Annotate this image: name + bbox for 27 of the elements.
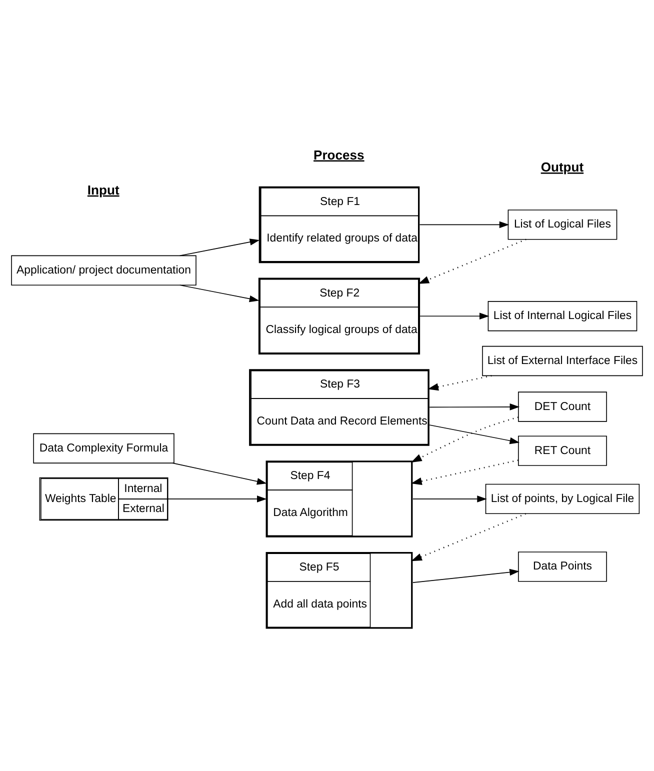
node-box: List of External Interface Files <box>482 346 643 376</box>
label: Process <box>314 147 364 162</box>
node-box: Application/ project documentation <box>11 255 196 286</box>
arrow <box>429 424 520 444</box>
arrow <box>412 496 487 502</box>
label: Input <box>87 182 120 198</box>
arrow <box>410 416 518 462</box>
node-box: List of Internal Logical Files <box>488 301 638 332</box>
arrow <box>412 568 520 583</box>
arrow <box>172 462 267 485</box>
arrow <box>418 238 526 284</box>
arrow <box>411 460 518 485</box>
arrow <box>420 312 490 320</box>
arrow <box>167 496 267 502</box>
arrow <box>419 221 510 228</box>
arrow <box>411 513 526 562</box>
arrow <box>428 375 492 391</box>
node-box: List of Logical Files <box>508 210 618 240</box>
arrow <box>179 238 260 256</box>
arrow <box>179 284 260 302</box>
arrow <box>429 403 520 410</box>
node-box: Data Points <box>518 552 607 582</box>
node-box: Data Complexity Formula <box>33 433 174 464</box>
node-box: DET Count <box>518 392 607 422</box>
label: Output <box>540 159 584 174</box>
node-box: List of points, by Logical File <box>485 484 640 514</box>
node-box: RET Count <box>518 436 607 466</box>
